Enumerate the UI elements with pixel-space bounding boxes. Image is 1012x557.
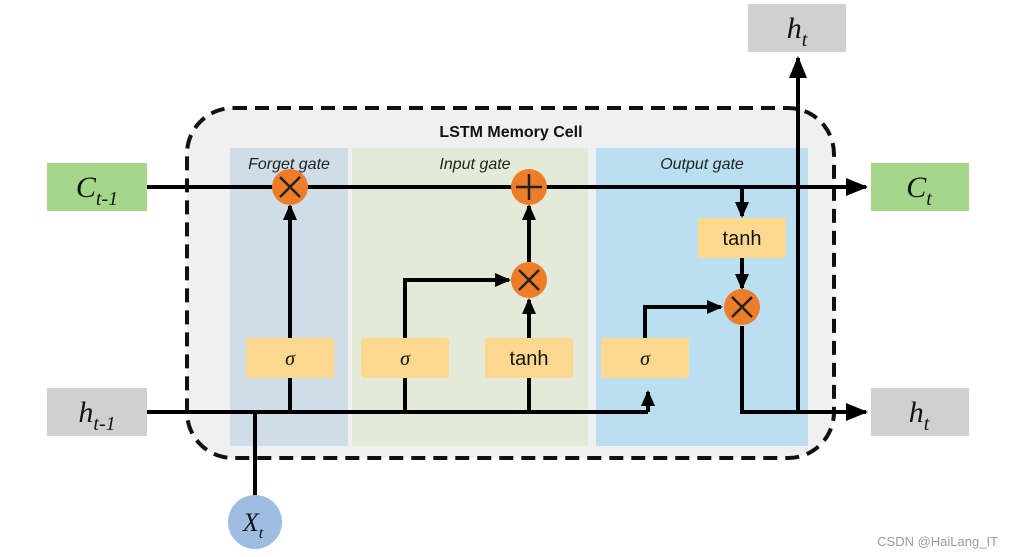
output-to-h-arrow <box>740 326 868 421</box>
cell-add-icon <box>511 169 547 205</box>
h-prev-box: ht-1 <box>47 388 147 436</box>
output-tanh-box: tanh <box>698 218 786 258</box>
svg-text:ht: ht <box>787 12 808 51</box>
svg-text:Ct-1: Ct-1 <box>76 171 118 210</box>
h-top-box: ht <box>748 4 846 52</box>
h-next-box: ht <box>871 388 969 436</box>
svg-text:ht: ht <box>909 396 930 435</box>
connections <box>147 56 868 500</box>
forget-sigma-box: σ <box>246 338 334 378</box>
svg-text:Ct: Ct <box>906 171 932 210</box>
output-sigma-arrow <box>643 300 723 340</box>
svg-text:ht-1: ht-1 <box>78 396 115 435</box>
svg-text:tanh: tanh <box>510 348 549 370</box>
svg-text:σ: σ <box>640 348 651 370</box>
output-sigma-box: σ <box>601 338 689 378</box>
watermark: CSDN @HaiLang_IT <box>877 534 998 549</box>
cell-title: LSTM Memory Cell <box>439 124 582 141</box>
x-input-circle: Xt <box>228 495 282 549</box>
output-gate-region <box>596 148 808 446</box>
input-tanh-box: tanh <box>485 338 573 378</box>
svg-text:σ: σ <box>400 348 411 370</box>
output-gate-label: Output gate <box>660 156 744 173</box>
input-multiply-icon <box>511 262 547 298</box>
input-sigma-arrow <box>403 273 511 340</box>
svg-text:Xt: Xt <box>242 508 264 542</box>
output-multiply-icon <box>724 289 760 325</box>
input-gate-region <box>352 148 588 446</box>
input-sigma-box: σ <box>361 338 449 378</box>
svg-text:σ: σ <box>285 348 296 370</box>
forget-multiply-icon <box>272 169 308 205</box>
svg-text:tanh: tanh <box>723 228 762 250</box>
forget-gate-label: Forget gate <box>248 156 330 173</box>
input-gate-label: Input gate <box>439 156 510 173</box>
c-prev-box: Ct-1 <box>47 163 147 211</box>
c-next-box: Ct <box>871 163 969 211</box>
